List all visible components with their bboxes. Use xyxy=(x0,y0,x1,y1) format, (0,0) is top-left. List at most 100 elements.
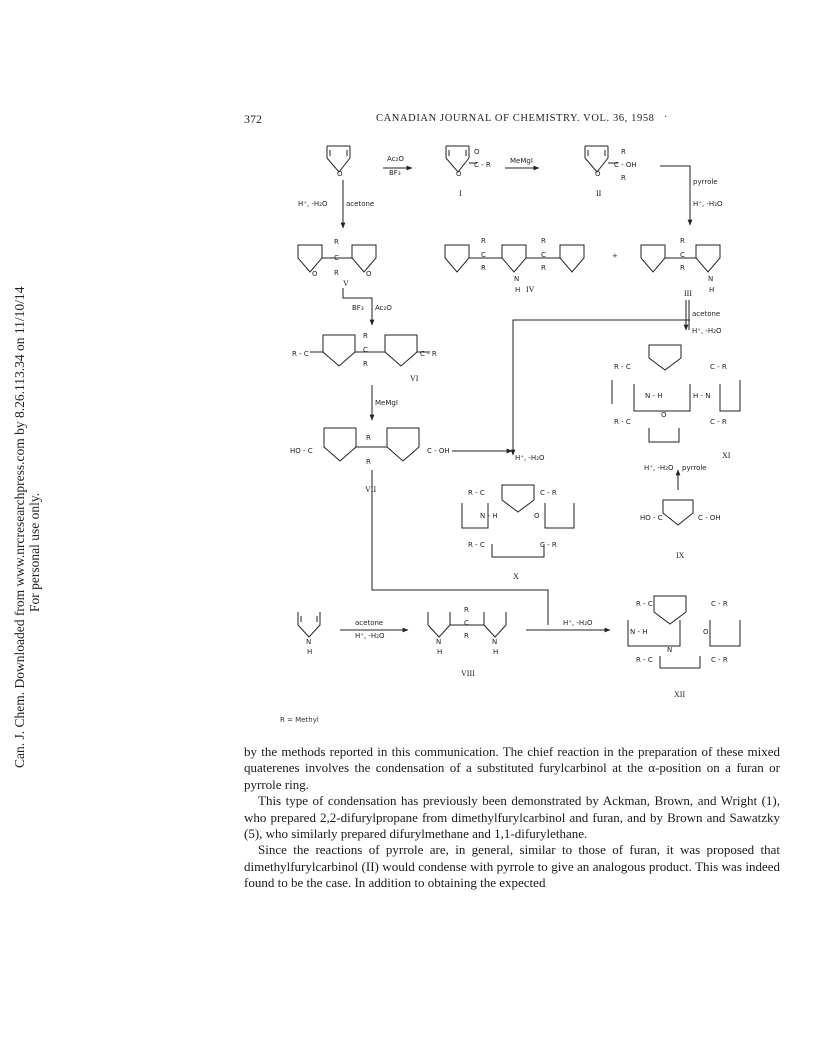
label-I: I xyxy=(459,189,462,198)
svg-text:H: H xyxy=(515,286,520,294)
svg-text:C - R: C - R xyxy=(711,656,728,664)
svg-text:R: R xyxy=(541,237,546,245)
compound-IV xyxy=(444,244,585,273)
svg-text:N: N xyxy=(306,638,311,646)
compound-V xyxy=(297,244,377,273)
svg-text:C - R: C - R xyxy=(474,161,491,169)
svg-text:R: R xyxy=(334,269,339,277)
svg-text:N: N xyxy=(514,275,519,283)
svg-text:R: R xyxy=(481,264,486,272)
svg-text:C - OH: C - OH xyxy=(614,161,637,169)
svg-text:HO - C: HO - C xyxy=(640,514,663,522)
compound-VII xyxy=(323,427,420,462)
svg-text:C - R: C - R xyxy=(420,350,437,358)
reagent-memgi-2: MeMgI xyxy=(375,399,398,407)
svg-text:R: R xyxy=(334,238,339,246)
svg-text:O: O xyxy=(312,270,318,278)
svg-text:C - R: C - R xyxy=(710,418,727,426)
svg-text:R - C: R - C xyxy=(468,541,485,549)
reagent-h-h2o-4: H⁺, -H₂O xyxy=(644,464,674,472)
compound-II-ring xyxy=(584,145,618,173)
svg-text:O: O xyxy=(474,148,480,156)
journal-title: CANADIAN JOURNAL OF CHEMISTRY. VOL. 36, … xyxy=(376,113,655,124)
svg-text:C - OH: C - OH xyxy=(427,447,450,455)
plus-sign: + xyxy=(612,252,618,260)
svg-text:O: O xyxy=(703,628,709,636)
page-number: 372 xyxy=(244,112,262,126)
reagent-h-h2o-5: H⁺, -H₂O xyxy=(355,632,385,640)
svg-text:R - C: R - C xyxy=(614,363,631,371)
svg-text:O: O xyxy=(534,512,540,520)
reaction-scheme: O O O O C - R R C - OH R H⁺, -H₂O O O R … xyxy=(290,145,741,699)
svg-text:O: O xyxy=(366,270,372,278)
compound-X xyxy=(461,484,575,558)
reagent-bf3-2: BF₃ xyxy=(352,304,364,312)
running-header: 372 CANADIAN JOURNAL OF CHEMISTRY. VOL. … xyxy=(244,112,780,128)
svg-text:R: R xyxy=(621,148,626,156)
svg-text:C: C xyxy=(680,251,685,259)
svg-text:R - C: R - C xyxy=(636,600,653,608)
svg-text:N: N xyxy=(708,275,713,283)
svg-text:N - H: N - H xyxy=(630,628,647,636)
svg-text:R: R xyxy=(366,434,371,442)
paragraph-1: by the methods reported in this communic… xyxy=(244,744,780,792)
svg-text:N - H: N - H xyxy=(480,512,497,520)
reagent-acetone-2: acetone xyxy=(692,310,720,318)
reagent-bf3: BF₃ xyxy=(389,169,401,177)
svg-text:R: R xyxy=(680,264,685,272)
reagent-pyrrole: pyrrole xyxy=(693,178,718,186)
svg-text:R - C: R - C xyxy=(636,656,653,664)
label-IV: IV xyxy=(526,285,535,294)
reagent-h-h2o-1: H⁺, -H₂O xyxy=(693,200,723,208)
svg-text:H: H xyxy=(437,648,442,656)
label-VII: VII xyxy=(365,485,376,494)
svg-text:R - C: R - C xyxy=(292,350,309,358)
compound-I-ring xyxy=(445,145,477,173)
svg-text:C: C xyxy=(481,251,486,259)
svg-text:R: R xyxy=(464,632,469,640)
svg-text:C: C xyxy=(541,251,546,259)
svg-text:R: R xyxy=(464,606,469,614)
label-XII: XII xyxy=(674,690,685,699)
svg-text:R: R xyxy=(366,458,371,466)
svg-text:R: R xyxy=(621,174,626,182)
svg-text:O: O xyxy=(661,411,667,419)
reagent-pyrrole-2: pyrrole xyxy=(682,464,707,472)
reagent-acetone-1: acetone xyxy=(346,200,374,208)
pyrrole-start xyxy=(297,612,321,638)
svg-text:HO - C: HO - C xyxy=(290,447,313,455)
svg-text:H⁺, -H₂O: H⁺, -H₂O xyxy=(298,200,328,208)
svg-text:R: R xyxy=(680,237,685,245)
reagent-h-h2o-3: H⁺, -H₂O xyxy=(515,454,545,462)
paragraph-3: Since the reactions of pyrrole are, in g… xyxy=(244,842,780,891)
compound-XI xyxy=(611,344,741,443)
svg-text:N: N xyxy=(667,646,672,654)
compound-IX xyxy=(662,499,694,526)
svg-text:R: R xyxy=(541,264,546,272)
svg-text:C: C xyxy=(363,346,368,354)
svg-text:N: N xyxy=(436,638,441,646)
compound-III xyxy=(640,244,721,273)
svg-text:R - C: R - C xyxy=(468,489,485,497)
label-IX: IX xyxy=(676,551,685,560)
label-XI: XI xyxy=(722,451,731,460)
compound-VIII xyxy=(427,612,507,638)
svg-text:C - R: C - R xyxy=(710,363,727,371)
label-V: V xyxy=(343,279,349,288)
reagent-acetone-3: acetone xyxy=(355,619,383,627)
svg-text:H: H xyxy=(493,648,498,656)
svg-text:H: H xyxy=(307,648,312,656)
svg-text:C: C xyxy=(464,619,469,627)
svg-text:O: O xyxy=(337,170,343,178)
label-X: X xyxy=(513,572,519,581)
svg-text:O: O xyxy=(456,170,462,178)
svg-text:R: R xyxy=(363,360,368,368)
svg-text:R: R xyxy=(363,332,368,340)
reagent-memgi: MeMgI xyxy=(510,157,533,165)
svg-text:O: O xyxy=(595,170,601,178)
svg-text:C - R: C - R xyxy=(540,489,557,497)
svg-text:R - C: R - C xyxy=(614,418,631,426)
reagent-h-h2o-2: H⁺, -H₂O xyxy=(692,327,722,335)
label-VIII: VIII xyxy=(461,669,475,678)
svg-text:H - N: H - N xyxy=(693,392,710,400)
